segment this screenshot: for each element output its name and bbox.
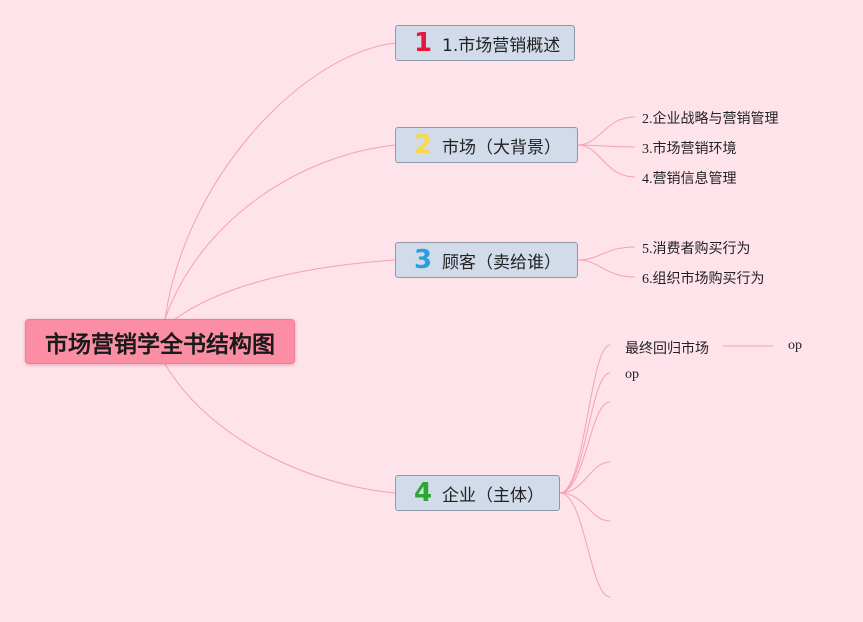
link-root-branch-2 bbox=[164, 144, 396, 320]
root-title: 市场营销学全书结构图 bbox=[45, 331, 275, 358]
branch-label-1: 1.市场营销概述 bbox=[442, 35, 561, 56]
branch-label-3: 顾客（卖给谁） bbox=[442, 252, 561, 273]
link-root-branch-4 bbox=[164, 363, 396, 494]
link-branch-4-child-6 bbox=[559, 492, 611, 598]
link-branch-2-child-1 bbox=[577, 116, 636, 146]
link-root-branch-3 bbox=[174, 259, 396, 320]
link-branch-4-child-4 bbox=[559, 461, 611, 494]
link-branch-3-child-1 bbox=[577, 246, 636, 261]
topic-environment[interactable]: 3.市场营销环境 bbox=[642, 142, 737, 157]
branch-label-2: 市场（大背景） bbox=[442, 137, 561, 158]
topic-strategy[interactable]: 2.企业战略与营销管理 bbox=[642, 112, 779, 127]
topic-organizational-behavior[interactable]: 6.组织市场购买行为 bbox=[642, 272, 765, 287]
root-node[interactable]: 市场营销学全书结构图 bbox=[25, 319, 295, 364]
number-3-icon: 3 bbox=[413, 245, 433, 275]
number-1-icon: 1 bbox=[413, 28, 433, 58]
link-branch-4-child-5 bbox=[559, 492, 611, 522]
link-branch-2-child-2 bbox=[577, 144, 636, 148]
link-branch-4-child-2 bbox=[559, 372, 611, 494]
number-2-icon: 2 bbox=[413, 130, 433, 160]
link-root-branch-1 bbox=[164, 42, 396, 320]
topic-op-subchild[interactable]: op bbox=[788, 338, 802, 353]
link-branch-4-child-1 bbox=[559, 344, 611, 494]
branch-label-4: 企业（主体） bbox=[442, 485, 544, 506]
branch-node-2[interactable]: 2 市场（大背景） bbox=[395, 127, 578, 163]
branch-node-4[interactable]: 4 企业（主体） bbox=[395, 475, 560, 511]
topic-return-to-market[interactable]: 最终回归市场 bbox=[625, 342, 709, 357]
link-branch-3-child-2 bbox=[577, 259, 636, 278]
number-4-icon: 4 bbox=[413, 478, 433, 508]
link-branch-2-child-3 bbox=[577, 144, 636, 178]
topic-information[interactable]: 4.营销信息管理 bbox=[642, 172, 737, 187]
link-branch-4-child-3 bbox=[559, 401, 611, 494]
topic-consumer-behavior[interactable]: 5.消费者购买行为 bbox=[642, 242, 751, 257]
branch-node-1[interactable]: 1 1.市场营销概述 bbox=[395, 25, 575, 61]
branch-node-3[interactable]: 3 顾客（卖给谁） bbox=[395, 242, 578, 278]
topic-op[interactable]: op bbox=[625, 367, 639, 382]
